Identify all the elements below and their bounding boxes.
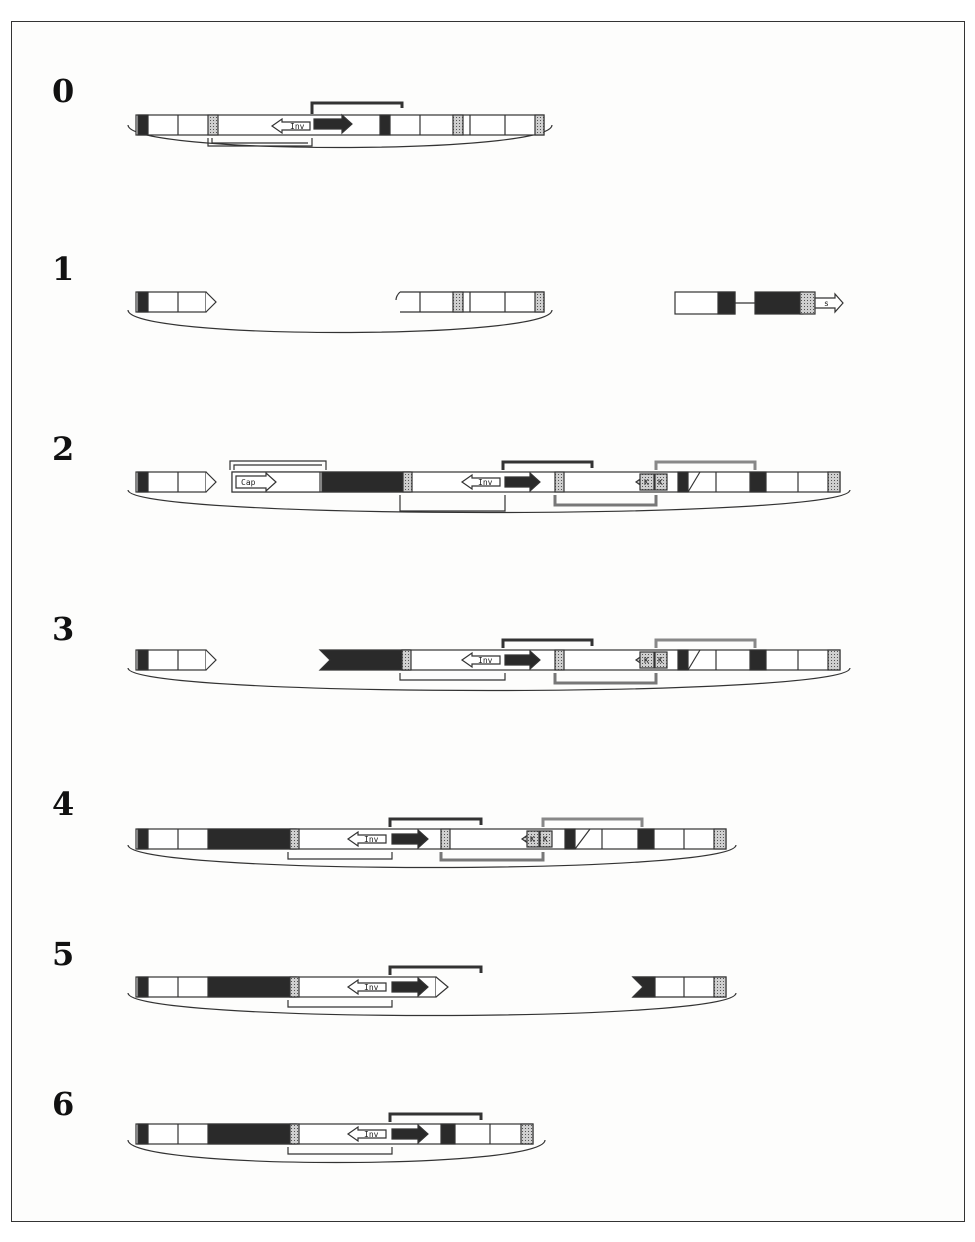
step-label-1: 1 bbox=[52, 250, 75, 288]
k-tag-step-3a: K bbox=[644, 656, 649, 665]
step-label-0: 0 bbox=[52, 72, 75, 110]
diagram-frame bbox=[11, 21, 965, 1222]
k-tag-step-2b: K bbox=[658, 478, 663, 487]
construct-step-6 bbox=[127, 1112, 546, 1164]
construct-step-5 bbox=[127, 965, 737, 1017]
step-label-5: 5 bbox=[52, 935, 75, 973]
inv-tag-step-3: Inv bbox=[478, 656, 493, 665]
step-label-4: 4 bbox=[52, 785, 75, 823]
inv-tag-step-2: Inv bbox=[478, 478, 493, 487]
inv-tag-step-5: Inv bbox=[364, 983, 379, 992]
inv-tag-step-0: Inv bbox=[290, 122, 305, 131]
k-tag-step-4a: K bbox=[530, 835, 535, 844]
step-label-2: 2 bbox=[52, 430, 75, 468]
inv-tag-step-6: Inv bbox=[364, 1130, 379, 1139]
cap-tag-step-2: Cap bbox=[241, 478, 256, 487]
inv-tag-step-4: Inv bbox=[364, 835, 379, 844]
k-tag-step-4b: K bbox=[543, 835, 548, 844]
step-label-3: 3 bbox=[52, 610, 75, 648]
construct-step-4 bbox=[127, 817, 737, 869]
s-tag-step-1: s bbox=[824, 299, 829, 308]
step-label-6: 6 bbox=[52, 1085, 75, 1123]
k-tag-step-2a: K bbox=[644, 478, 649, 487]
construct-step-0 bbox=[127, 101, 553, 149]
construct-step-1 bbox=[127, 291, 844, 334]
construct-step-3 bbox=[127, 638, 851, 692]
k-tag-step-3b: K bbox=[658, 656, 663, 665]
construct-step-2 bbox=[127, 460, 851, 514]
